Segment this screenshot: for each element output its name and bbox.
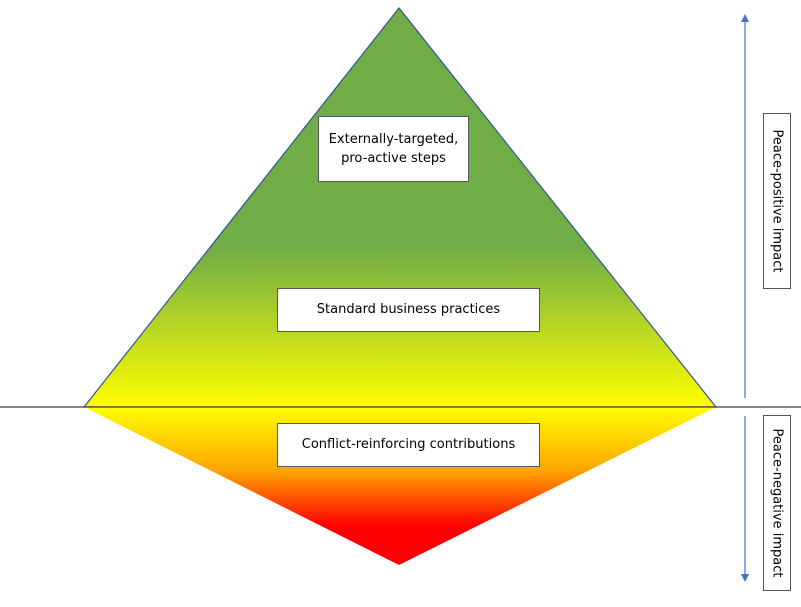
bottom-level-box: Conflict-reinforcing contributions [277, 423, 540, 467]
bottom-level-label: Conflict-reinforcing contributions [301, 437, 516, 453]
peace-negative-label-box: Peace-negative impact [763, 415, 791, 591]
peace-positive-label: Peace-positive impact [769, 129, 785, 273]
peace-negative-label: Peace-negative impact [769, 428, 785, 578]
top-level-box: Externally-targeted, pro-active steps [318, 116, 469, 182]
upper-pyramid [82, 7, 718, 408]
top-level-line-2: pro-active steps [341, 151, 446, 166]
peace-positive-label-box: Peace-positive impact [763, 113, 791, 289]
lower-pyramid [84, 407, 716, 565]
top-level-line-1: Externally-targeted, [328, 131, 459, 147]
middle-level-label: Standard business practices [316, 302, 501, 318]
middle-level-box: Standard business practices [277, 288, 540, 332]
